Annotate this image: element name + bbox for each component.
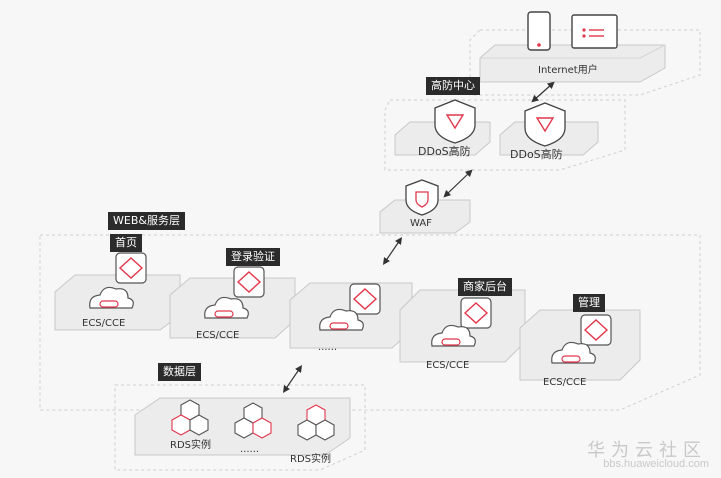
rds-ellipsis-label: ...... (240, 444, 260, 455)
waf-shield-icon (405, 179, 439, 216)
connection-arrows (282, 81, 555, 393)
ecs-node-label: ECS/CCE (196, 330, 240, 341)
ellipsis-node-label: ...... (318, 342, 338, 353)
desktop-monitor-icon (571, 14, 618, 49)
shield-icon (434, 99, 476, 144)
region-outlines (39, 29, 701, 471)
anti-ddos-region (384, 99, 626, 171)
ecs-node-label: ECS/CCE (82, 318, 126, 329)
ddos-node-2-label: DDoS高防 (510, 148, 563, 161)
mobile-device-icon (527, 11, 551, 51)
rds-node-2-label: RDS实例 (290, 454, 331, 465)
module-title-merchant: 商家后台 (458, 278, 512, 296)
ddos-node-1-label: DDoS高防 (418, 145, 471, 158)
rds-node-1-label: RDS实例 (170, 440, 211, 451)
web-layer-region (39, 234, 701, 411)
watermark-brand: 华为云社区 (587, 440, 707, 461)
ecs-node-label: ECS/CCE (426, 360, 470, 371)
data-layer-label: 数据层 (158, 363, 201, 381)
internet-region (469, 29, 701, 96)
module-title-home: 首页 (110, 234, 142, 252)
module-diamond-icons (115, 252, 612, 346)
platforms (54, 44, 666, 456)
waf-label: WAF (410, 218, 432, 229)
module-title-login: 登录验证 (226, 248, 280, 266)
shield-icon (524, 102, 566, 147)
cloud-server-icons (89, 286, 596, 364)
web-layer-label: WEB&服务层 (108, 212, 185, 230)
anti-ddos-group-label: 高防中心 (426, 77, 480, 95)
watermark-url: bbs.huaweicloud.com (603, 458, 709, 470)
database-hexagon-icons (171, 399, 335, 441)
module-title-admin: 管理 (573, 294, 605, 312)
internet-users-label: Internet用户 (538, 65, 598, 76)
ecs-node-label: ECS/CCE (543, 377, 587, 388)
data-layer-region (114, 384, 366, 471)
